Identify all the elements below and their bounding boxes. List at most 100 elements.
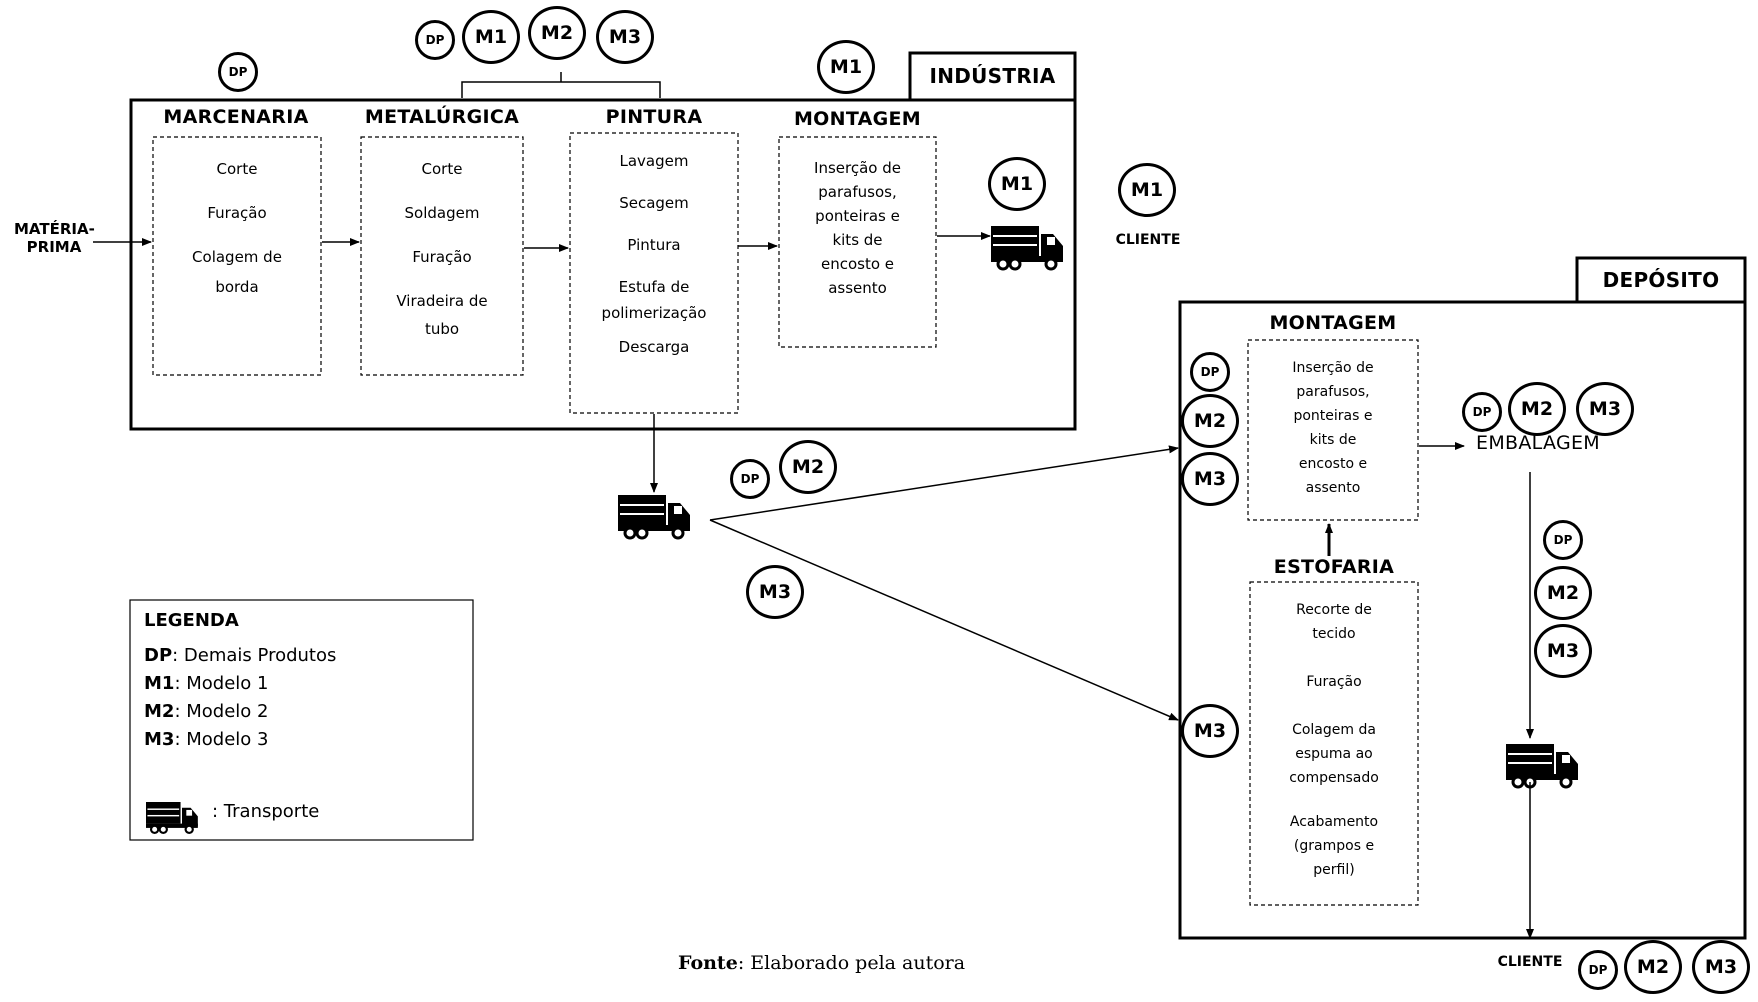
badge-dp: DP — [415, 20, 455, 60]
marcenaria-steps: Corte Furação Colagem de borda — [153, 158, 321, 298]
badge-dp: DP — [1578, 950, 1618, 990]
truck-icon — [616, 493, 692, 540]
step: Descarga — [618, 338, 690, 356]
step: Colagem da — [1292, 722, 1376, 738]
arrow-truck-montagem-dep — [709, 445, 1179, 521]
badge-m2: M2 — [1534, 566, 1592, 620]
badge-m1: M1 — [462, 10, 520, 64]
deposito-label: DEPÓSITO — [1602, 268, 1720, 292]
montagem-ind-steps: Inserção de parafusos, ponteiras e kits … — [779, 156, 936, 300]
step: Corte — [216, 160, 258, 178]
step: Recorte de — [1296, 602, 1372, 618]
truck-icon — [989, 224, 1065, 271]
badge-m1: M1 — [1118, 163, 1176, 217]
section-title: MONTAGEM — [1269, 312, 1397, 334]
step: kits de — [1309, 432, 1357, 448]
deposito-box — [1178, 300, 1747, 940]
legend-transport-text: : Transporte — [212, 801, 320, 822]
montagem-dep-box — [1247, 339, 1419, 521]
step: borda — [215, 278, 259, 296]
step: Furação — [1306, 674, 1362, 690]
badge-m3: M3 — [596, 10, 654, 64]
pintura-steps: Lavagem Secagem Pintura Estufa de polime… — [570, 150, 738, 358]
legend-item: M3: Modelo 3 — [144, 729, 269, 750]
legend: LEGENDA DP: Demais Produtos M1: Modelo 1… — [144, 610, 464, 757]
pintura-box — [569, 132, 739, 414]
step: Colagem de — [192, 248, 282, 266]
step: Corte — [421, 160, 463, 178]
step: ponteiras e — [815, 207, 900, 225]
badge-m3: M3 — [1181, 704, 1239, 758]
badge-m2: M2 — [528, 6, 586, 60]
step: Estufa de — [618, 278, 690, 296]
step: kits de — [832, 231, 883, 249]
legend-item: M1: Modelo 1 — [144, 673, 269, 694]
badge-dp: DP — [1190, 352, 1230, 392]
step: Inserção de — [1292, 360, 1374, 376]
badge-m2: M2 — [1181, 394, 1239, 448]
badge-m1: M1 — [817, 40, 875, 94]
section-title: PINTURA — [605, 106, 703, 128]
montagem-dep-steps: Inserção de parafusos, ponteiras e kits … — [1248, 356, 1418, 500]
step: Inserção de — [814, 159, 901, 177]
step: Viradeira de — [396, 292, 488, 310]
step: espuma ao — [1295, 746, 1373, 762]
industria-label-box — [908, 51, 1077, 102]
badge-dp: DP — [1462, 392, 1502, 432]
estofaria-steps: Recorte de tecido Furação Colagem da esp… — [1250, 598, 1418, 882]
section-title: EMBALAGEM — [1476, 432, 1600, 454]
badge-m2: M2 — [779, 440, 837, 494]
step: compensado — [1289, 770, 1379, 786]
step: Secagem — [619, 194, 689, 212]
step: tubo — [424, 320, 460, 338]
badge-dp: DP — [730, 459, 770, 499]
deposito-label-box — [1575, 256, 1747, 304]
brace — [461, 72, 661, 98]
step: Furação — [412, 248, 472, 266]
step: Pintura — [627, 236, 681, 254]
truck-icon — [144, 800, 199, 835]
metalurgica-steps: Corte Soldagem Furação Viradeira de tubo — [361, 158, 523, 340]
step: (grampos e — [1293, 838, 1375, 854]
cliente-label: CLIENTE — [1497, 954, 1563, 970]
legend-box — [129, 599, 474, 841]
step: Furação — [207, 204, 267, 222]
section-title: MARCENARIA — [163, 106, 309, 128]
badge-m3: M3 — [1534, 624, 1592, 678]
step: encosto e — [820, 255, 895, 273]
badge-m3: M3 — [1181, 452, 1239, 506]
arrow-truck-estofaria — [709, 519, 1179, 721]
badge-m2: M2 — [1624, 940, 1682, 994]
step: Acabamento — [1289, 814, 1379, 830]
estofaria-box — [1249, 581, 1419, 906]
materia-prima-label: MATÉRIA- PRIMA — [14, 220, 95, 256]
step: parafusos, — [1296, 384, 1370, 400]
badge-m1: M1 — [988, 157, 1046, 211]
badge-m3: M3 — [1576, 382, 1634, 436]
badge-m2: M2 — [1508, 382, 1566, 436]
step: perfil) — [1313, 862, 1355, 878]
step: parafusos, — [818, 183, 897, 201]
truck-icon — [1504, 742, 1580, 789]
step: tecido — [1312, 626, 1356, 642]
industria-box — [129, 98, 1077, 431]
step: polimerização — [601, 304, 707, 322]
badge-m3: M3 — [1692, 940, 1750, 994]
source-caption: Fonte: Elaborado pela autora — [678, 952, 966, 974]
step: ponteiras e — [1293, 408, 1373, 424]
section-title: ESTOFARIA — [1273, 556, 1395, 578]
legend-title: LEGENDA — [144, 610, 239, 631]
section-title: METALÚRGICA — [364, 106, 520, 128]
step: encosto e — [1298, 456, 1368, 472]
step: assento — [828, 279, 887, 297]
badge-dp: DP — [1543, 520, 1583, 560]
metalurgica-box — [360, 136, 524, 376]
badge-dp: DP — [218, 52, 258, 92]
step: Soldagem — [404, 204, 480, 222]
badge-m3: M3 — [746, 565, 804, 619]
section-title: MONTAGEM — [793, 108, 922, 130]
cliente-label: CLIENTE — [1115, 232, 1181, 248]
step: assento — [1305, 480, 1361, 496]
marcenaria-box — [152, 136, 322, 376]
